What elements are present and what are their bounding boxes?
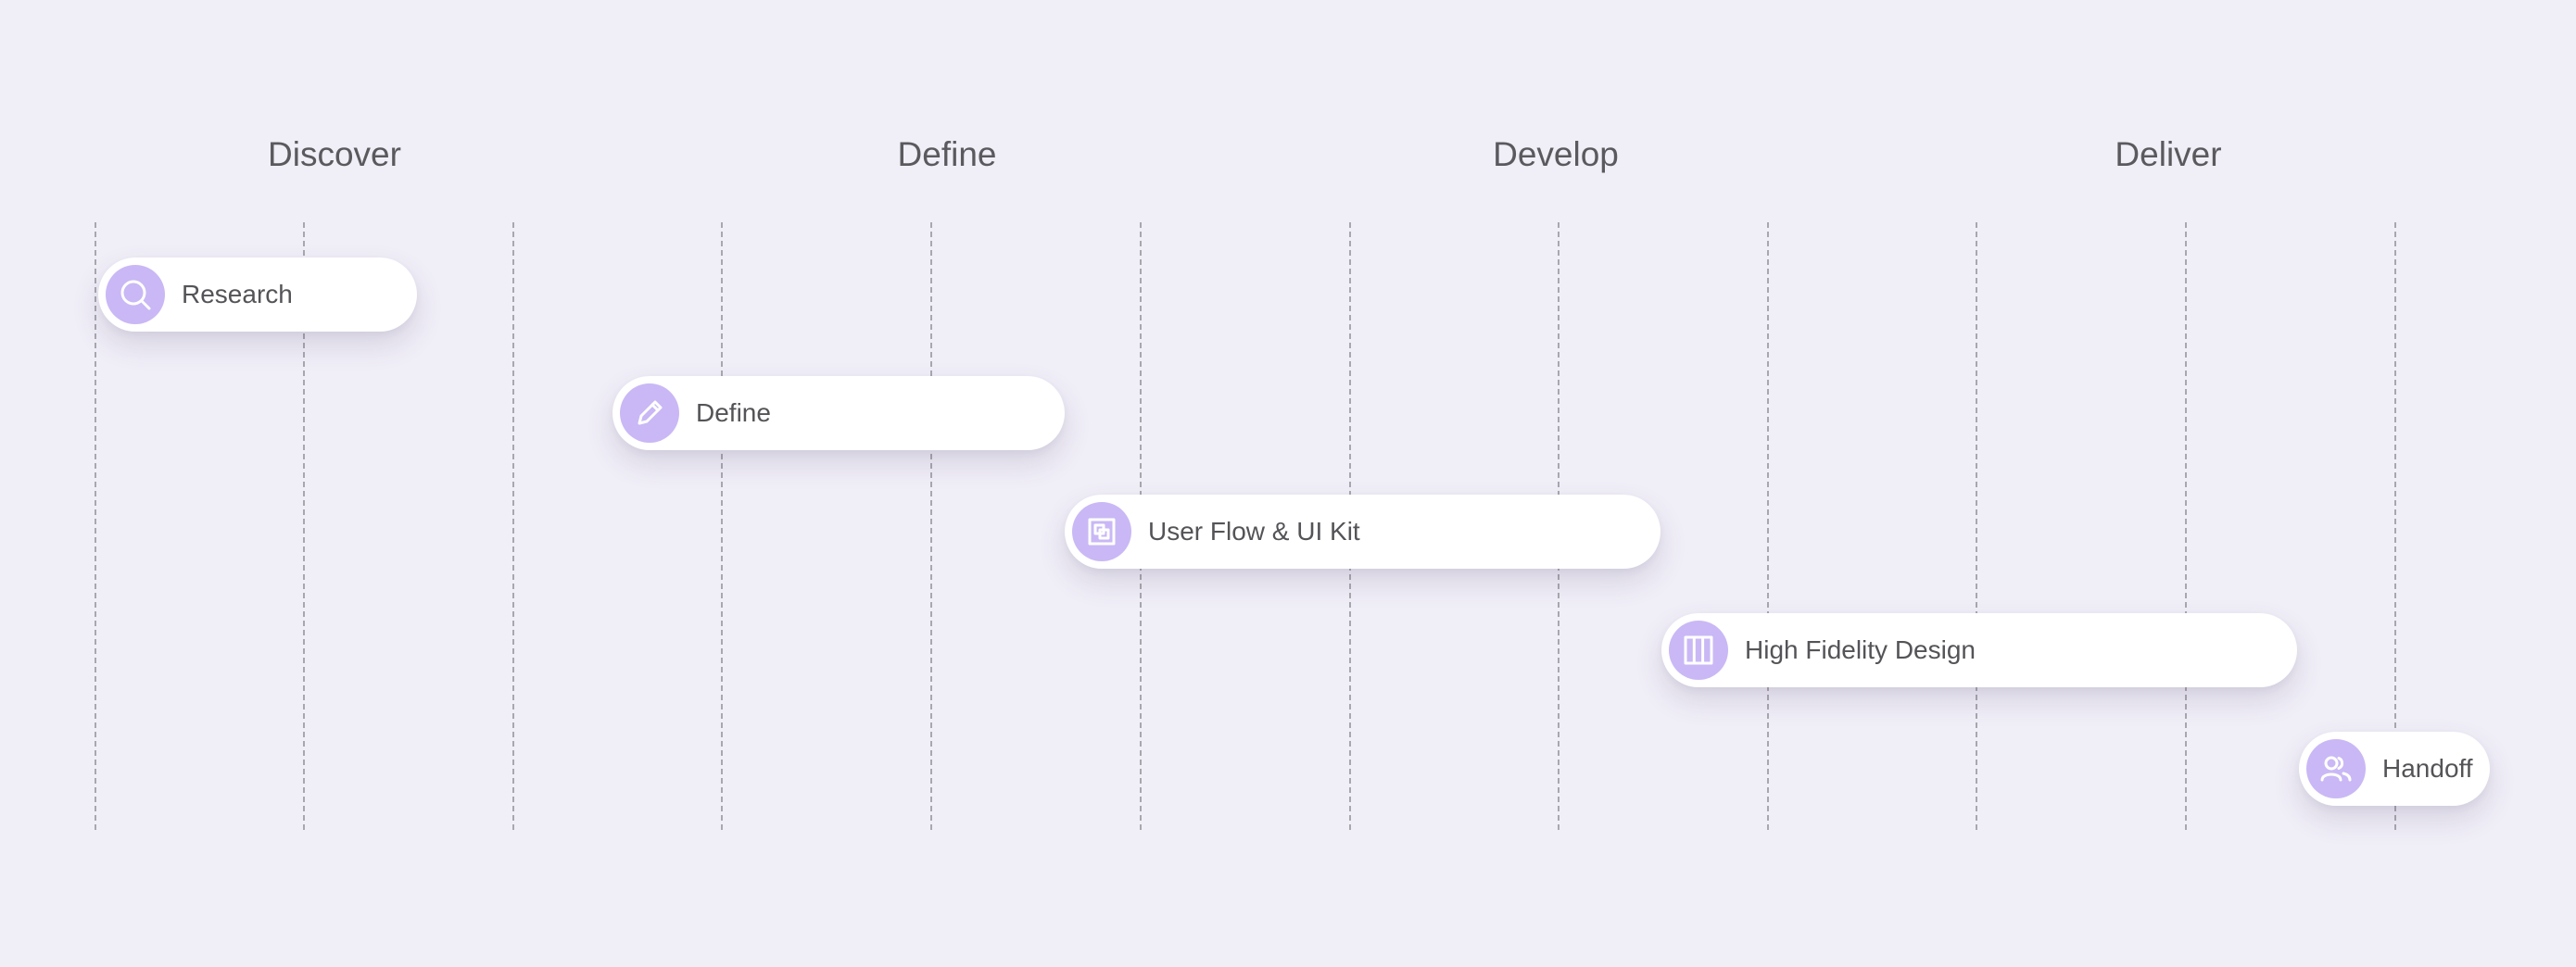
grid-line [930, 222, 932, 830]
grid-line [512, 222, 514, 830]
grid-line [1976, 222, 1977, 830]
pencil-icon [620, 383, 679, 443]
task-label: Define [696, 398, 771, 427]
grid-line [2185, 222, 2187, 830]
phase-heading-develop: Develop [1493, 135, 1619, 173]
grid-line [303, 222, 305, 830]
task-label: Handoff [2382, 754, 2473, 783]
task-bar-research[interactable]: Research [98, 257, 417, 332]
task-bar-handoff[interactable]: Handoff [2299, 732, 2490, 806]
phase-heading-deliver: Deliver [2115, 135, 2222, 173]
task-bar-define[interactable]: Define [612, 376, 1065, 450]
task-bar-user-flow-ui-kit[interactable]: User Flow & UI Kit [1065, 495, 1661, 569]
task-label: User Flow & UI Kit [1148, 517, 1360, 546]
grid-line [1767, 222, 1769, 830]
grid-line [2394, 222, 2396, 830]
grid-line [721, 222, 723, 830]
users-icon [2306, 739, 2366, 798]
search-icon [106, 265, 165, 324]
task-label: High Fidelity Design [1745, 635, 1976, 664]
phase-heading-discover: Discover [268, 135, 401, 173]
task-bar-high-fidelity-design[interactable]: High Fidelity Design [1661, 613, 2297, 687]
task-label: Research [182, 280, 293, 308]
columns-icon [1669, 621, 1728, 680]
frame-icon [1072, 502, 1131, 561]
grid-line [95, 222, 96, 830]
phase-heading-define: Define [897, 135, 997, 173]
